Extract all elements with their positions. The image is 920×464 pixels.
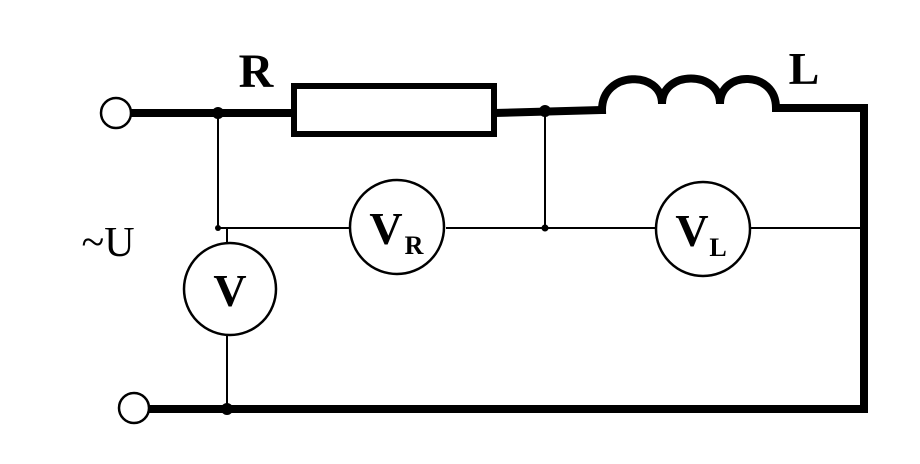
voltmeter-resistor-letter: V bbox=[369, 203, 402, 254]
junction-dot-bottom bbox=[221, 403, 233, 415]
junction-dot-left bbox=[215, 225, 221, 231]
voltmeter-total bbox=[182, 241, 278, 337]
voltmeter-inductor-subscript: L bbox=[709, 233, 726, 262]
inductor-label: L bbox=[789, 43, 820, 94]
junction-dot-top-left bbox=[212, 107, 224, 119]
junction-dot-top-middle bbox=[539, 105, 551, 117]
resistor-label: R bbox=[239, 45, 275, 98]
voltmeter-inductor bbox=[654, 180, 752, 278]
source-label: ~U bbox=[81, 220, 134, 266]
terminal-top bbox=[99, 96, 133, 130]
inductor-symbol bbox=[597, 74, 781, 115]
junction-dot-mid bbox=[541, 224, 549, 232]
voltmeter-inductor-letter: V bbox=[675, 205, 708, 256]
voltmeter-resistor bbox=[348, 178, 446, 276]
voltmeter-total-letter: V bbox=[213, 265, 246, 316]
resistor-symbol bbox=[291, 83, 497, 137]
terminal-bottom bbox=[117, 391, 151, 425]
voltmeter-resistor-subscript: R bbox=[405, 231, 424, 260]
